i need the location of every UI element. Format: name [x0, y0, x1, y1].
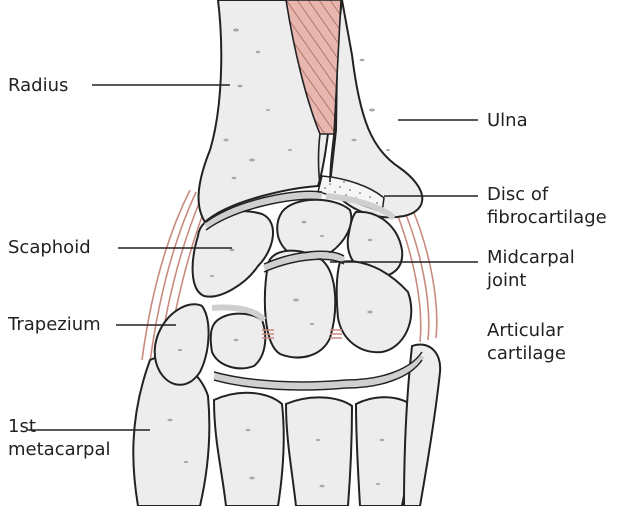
label-trapezium: Trapezium	[8, 313, 101, 336]
label-disc-line2: fibrocartilage	[487, 206, 607, 229]
label-midcarpal-joint: Midcarpal joint	[487, 246, 575, 292]
label-midcarpal-line2: joint	[487, 269, 575, 292]
label-metacarpal-line2: metacarpal	[8, 438, 110, 461]
label-scaphoid: Scaphoid	[8, 236, 91, 259]
second-metacarpal	[214, 393, 284, 506]
label-disc-line1: Disc of	[487, 183, 607, 206]
label-first-metacarpal: 1st metacarpal	[8, 415, 110, 461]
label-metacarpal-line1: 1st	[8, 415, 110, 438]
fourth-metacarpal	[356, 397, 411, 506]
third-metacarpal	[286, 397, 352, 506]
trapezoid-bone	[211, 314, 266, 369]
label-disc-of-fibrocartilage: Disc of fibrocartilage	[487, 183, 607, 229]
label-articular-line1: Articular	[487, 319, 566, 342]
label-radius: Radius	[8, 74, 68, 97]
carpal-bones	[155, 200, 412, 385]
label-midcarpal-line1: Midcarpal	[487, 246, 575, 269]
trapezium-bone	[155, 304, 209, 384]
label-ulna: Ulna	[487, 109, 528, 132]
label-articular-cartilage: Articular cartilage	[487, 319, 566, 365]
hamate-bone	[337, 261, 412, 352]
label-articular-line2: cartilage	[487, 342, 566, 365]
